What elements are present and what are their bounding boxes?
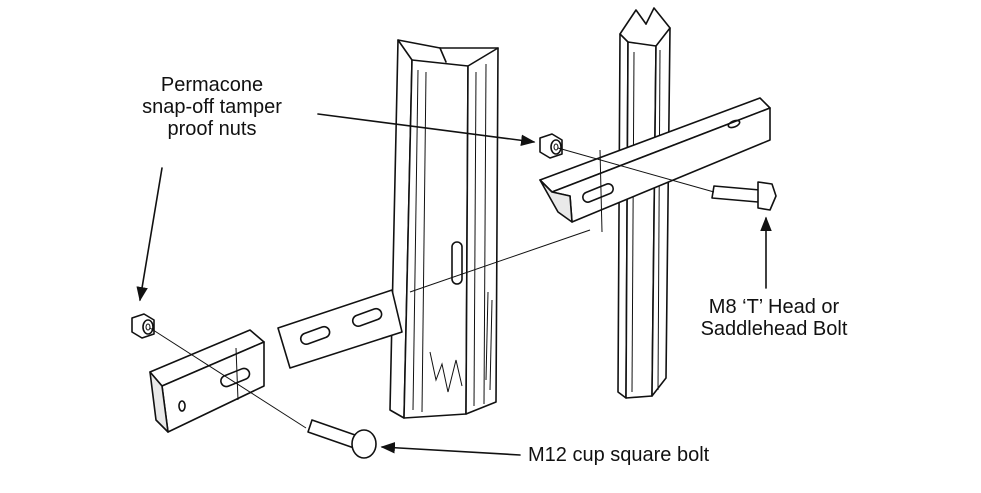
lower-left-angle [149, 329, 265, 433]
label-line: snap-off tamper [142, 96, 282, 118]
label-tamper-proof-nuts: Permacone snap-off tamper proof nuts [112, 74, 312, 140]
arrow-to-cup-bolt [380, 441, 521, 456]
label-line: M8 ‘T’ Head or [708, 296, 840, 318]
label-m12-cup-bolt: M12 cup square bolt [528, 444, 710, 466]
label-line: proof nuts [167, 118, 257, 140]
label-line: Permacone [160, 74, 264, 96]
arrow-to-lower-nut [136, 167, 163, 302]
top-rail-angle [539, 97, 771, 223]
label-line: Saddlehead Bolt [700, 318, 848, 340]
label-m8-bolt: M8 ‘T’ Head or Saddlehead Bolt [674, 296, 874, 340]
m12-cup-bolt [307, 419, 377, 459]
nut-upper [539, 133, 563, 159]
arrow-to-upper-nut [317, 113, 536, 147]
nut-lower [131, 313, 155, 339]
m8-bolt [711, 181, 777, 211]
central-post [389, 39, 499, 419]
splice-plate [277, 289, 403, 369]
alignment-lines [149, 147, 715, 429]
right-post [617, 7, 671, 399]
